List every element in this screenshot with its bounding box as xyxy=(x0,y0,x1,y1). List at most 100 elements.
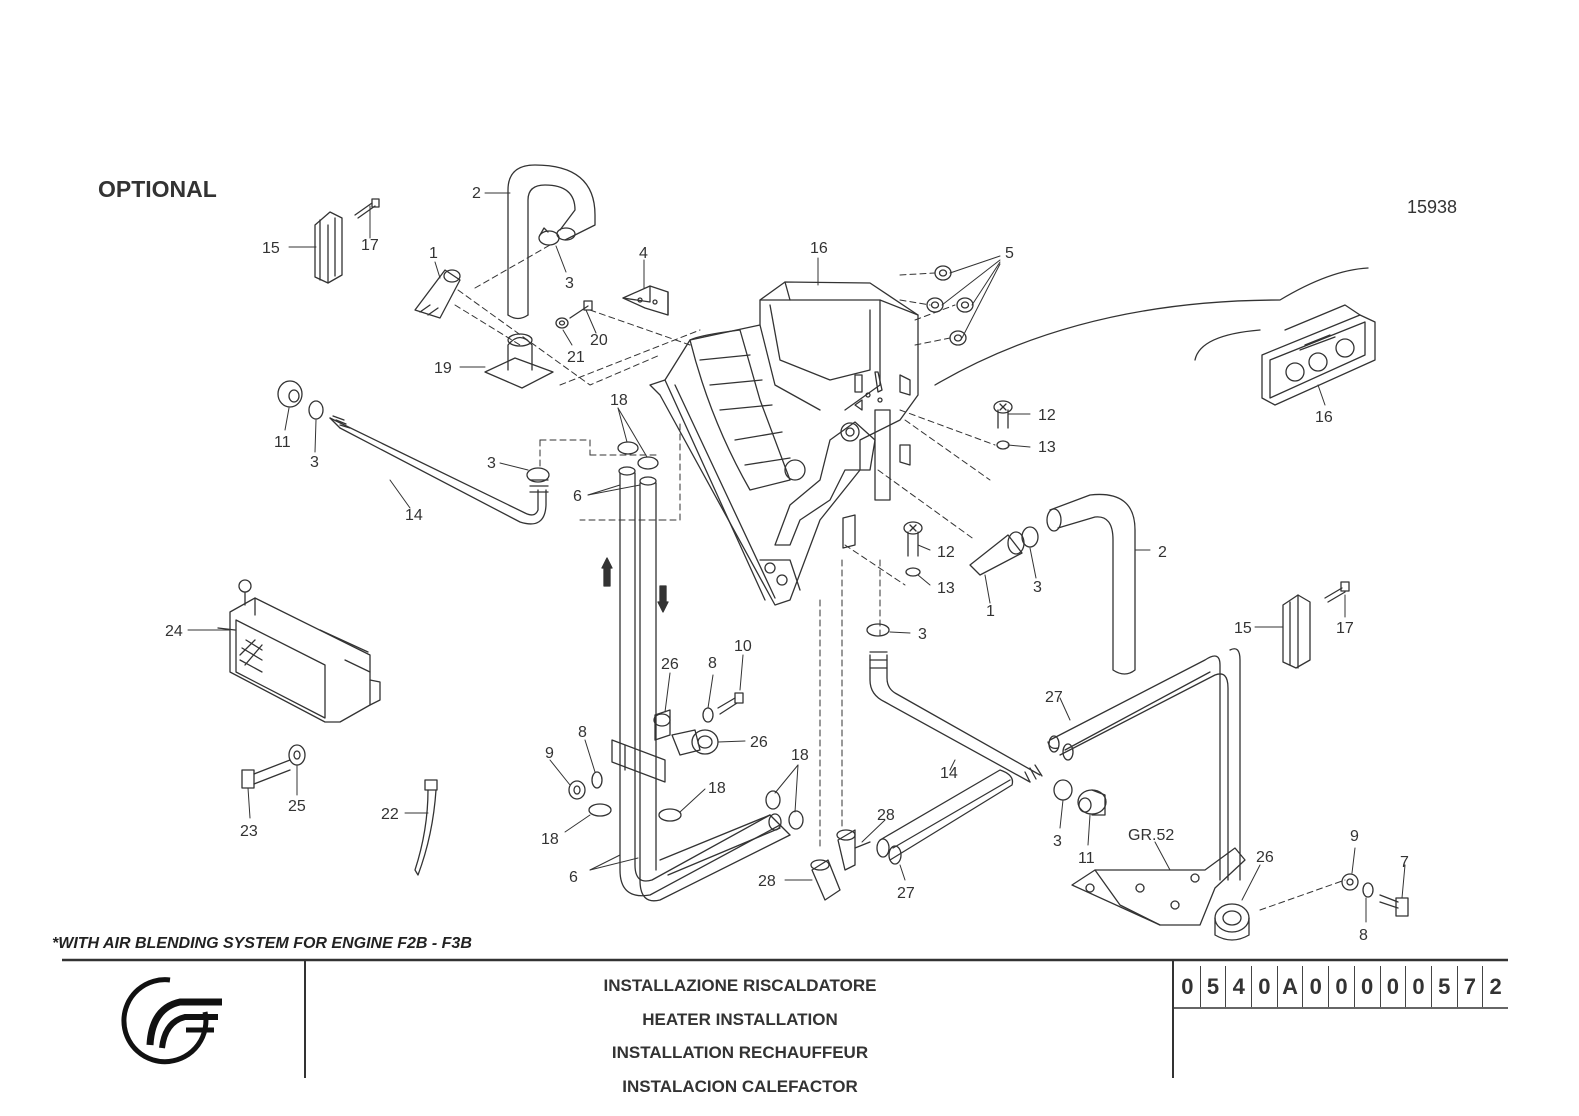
callout-19: 19 xyxy=(434,360,452,377)
callout-5: 5 xyxy=(1005,245,1014,262)
cone-part-1-lower xyxy=(969,531,1025,576)
drawing-number: 15938 xyxy=(1407,197,1458,217)
callout-4: 4 xyxy=(639,245,648,262)
bolt-part-7 xyxy=(1379,894,1409,917)
callout-leaders xyxy=(187,192,1406,923)
callout-3-left: 3 xyxy=(310,454,319,471)
callout-1-lower: 1 xyxy=(986,603,995,620)
callout-8: 8 xyxy=(708,655,717,672)
callout-16: 16 xyxy=(810,240,828,257)
control-panel-part-16 xyxy=(1261,304,1376,406)
callout-9: 9 xyxy=(545,745,554,762)
washer-part-8-left xyxy=(591,771,603,789)
pipe-part-6-short xyxy=(659,813,782,876)
callout-9-right: 9 xyxy=(1350,828,1359,845)
callout-28: 28 xyxy=(877,807,895,824)
clamp-part-26-lower xyxy=(1214,903,1250,941)
callout-12: 12 xyxy=(1038,407,1056,424)
clamp-part-3-left xyxy=(308,400,324,420)
callout-6-lower: 6 xyxy=(569,869,578,886)
part-code-digit: 0 xyxy=(1251,966,1277,1007)
callout-3-mid: 3 xyxy=(487,455,496,472)
callout-18-mid: 18 xyxy=(708,780,726,797)
base-plate-part-19 xyxy=(484,333,554,389)
group-ref-label: GR.52 xyxy=(1128,827,1174,844)
grommets-part-5 xyxy=(926,265,974,346)
part-code-digit: 0 xyxy=(1379,966,1406,1007)
title-block-frame xyxy=(62,958,1508,1078)
hose-part-2-upper xyxy=(507,164,596,320)
callout-18: 18 xyxy=(610,392,628,409)
bracket-gr52 xyxy=(1071,847,1246,926)
nut-part-21 xyxy=(555,317,569,329)
clamp-part-3-lower-right xyxy=(1053,779,1073,801)
callout-11: 11 xyxy=(274,434,291,451)
callout-3-hose14: 3 xyxy=(918,626,927,643)
callout-8-left: 8 xyxy=(578,724,587,741)
title-block: INSTALLAZIONE RISCALDATORE HEATER INSTAL… xyxy=(307,965,1173,1099)
elbow-part-28-upper xyxy=(836,829,871,871)
screw-part-17-lower xyxy=(1324,581,1350,603)
bracket-part-15-upper xyxy=(314,211,343,284)
dashboard-outline xyxy=(934,267,1369,386)
callout-25: 25 xyxy=(288,798,306,815)
callout-13-lower: 13 xyxy=(937,580,955,597)
radiator-part-24 xyxy=(217,579,381,723)
clamp-part-3-mid xyxy=(526,467,550,483)
callout-18-right: 18 xyxy=(791,747,809,764)
clamps-part-18-lower xyxy=(588,790,804,830)
callout-26-lower: 26 xyxy=(1256,849,1274,866)
clamps-part-18-upper xyxy=(617,441,659,470)
callout-15: 15 xyxy=(262,240,280,257)
callout-17: 17 xyxy=(361,237,379,254)
callout-13: 13 xyxy=(1038,439,1056,456)
cone-part-1-upper xyxy=(414,269,461,319)
washer-part-8-upper xyxy=(702,707,714,723)
part-code-digit: 0 xyxy=(1181,974,1194,999)
bolt-part-23 xyxy=(241,759,291,789)
part-code-digit: 0 xyxy=(1302,966,1328,1007)
title-italian: INSTALLAZIONE RISCALDATORE xyxy=(603,976,877,995)
clamp-part-3-lower-cone xyxy=(1021,526,1039,548)
washer-part-13-upper xyxy=(996,440,1010,450)
part-code-digit: 2 xyxy=(1482,966,1508,1007)
callout-2: 2 xyxy=(472,185,481,202)
screw-part-17-upper xyxy=(354,198,380,219)
elbow-part-28-lower xyxy=(810,859,841,901)
callout-21: 21 xyxy=(567,349,585,366)
part-code-digit: 0 xyxy=(1353,966,1380,1007)
callout-18-left: 18 xyxy=(541,831,559,848)
pipes-part-6 xyxy=(611,466,791,902)
title-spanish: INSTALACION CALEFACTOR xyxy=(622,1076,858,1096)
part-code-digit: A xyxy=(1276,966,1303,1007)
footnote: *WITH AIR BLENDING SYSTEM FOR ENGINE F2B… xyxy=(52,935,472,952)
flow-arrows xyxy=(601,557,669,613)
callout-27-lower: 27 xyxy=(897,885,915,902)
part-code-digit: 4 xyxy=(1225,966,1251,1007)
hose-part-14-upper xyxy=(329,415,549,525)
part-code: 0 5 4 0 A 0 0 0 0 0 5 7 2 xyxy=(1175,966,1508,1007)
washer-part-8-right xyxy=(1362,882,1374,898)
callout-12-lower: 12 xyxy=(937,544,955,561)
callout-20: 20 xyxy=(590,332,608,349)
callout-6: 6 xyxy=(573,488,582,505)
callout-10: 10 xyxy=(734,638,752,655)
screw-part-12-upper xyxy=(993,400,1013,429)
grommet-part-11-upper xyxy=(277,380,303,408)
callout-27: 27 xyxy=(1045,689,1063,706)
callout-2-lower: 2 xyxy=(1158,544,1167,561)
pipes-part-27-upper xyxy=(1047,648,1241,881)
callout-22: 22 xyxy=(381,806,399,823)
clamp-part-3-hose14 xyxy=(866,623,890,637)
part-code-digit: 5 xyxy=(1199,966,1226,1007)
callout-labels: 2 1 3 15 17 4 16 5 20 21 19 16 11 3 18 1… xyxy=(165,185,1409,944)
callout-11-lower: 11 xyxy=(1078,850,1095,867)
callout-23: 23 xyxy=(240,823,258,840)
callout-17-lower: 17 xyxy=(1336,620,1354,637)
callout-16-panel: 16 xyxy=(1315,409,1333,426)
pipes-part-27-lower xyxy=(876,769,1014,865)
bolt-part-10 xyxy=(717,692,744,715)
bracket-part-4 xyxy=(622,285,669,316)
screw-part-12-lower xyxy=(903,521,923,557)
